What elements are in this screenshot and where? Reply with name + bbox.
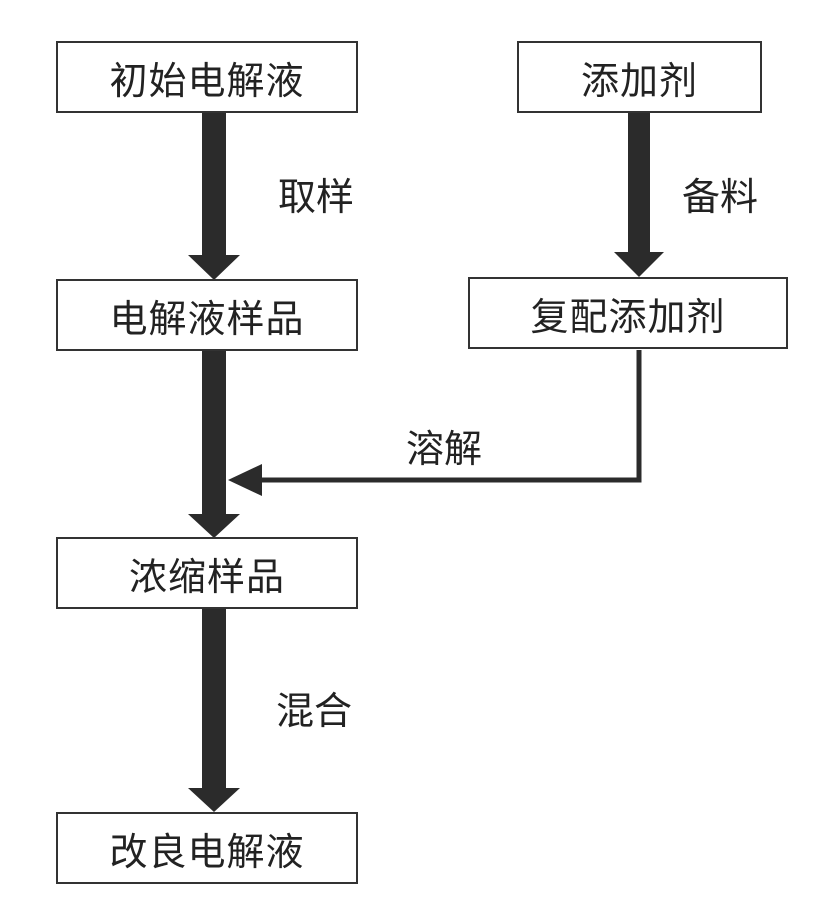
edge-label-sampling: 取样 [278,166,354,221]
box-improved-electrolyte: 改良电解液 [56,812,358,884]
box-initial-electrolyte-label: 初始电解液 [109,50,304,105]
box-compound-additive: 复配添加剂 [468,277,788,349]
box-electrolyte-sample: 电解液样品 [56,279,358,351]
edge-label-dissolving: 溶解 [406,418,482,473]
box-additive: 添加剂 [517,41,762,113]
box-concentrated-sample-label: 浓缩样品 [129,546,285,601]
box-improved-electrolyte-label: 改良电解液 [109,821,304,876]
box-initial-electrolyte: 初始电解液 [56,41,358,113]
edge-label-mixing: 混合 [276,680,352,735]
arrow-concentrated-to-improved [188,608,240,812]
arrow-sample-to-concentrated [188,350,240,538]
arrow-initial-to-sample [188,113,240,280]
box-concentrated-sample: 浓缩样品 [56,537,358,609]
box-compound-additive-label: 复配添加剂 [530,286,725,341]
arrow-additive-to-compound [614,113,664,277]
box-electrolyte-sample-label: 电解液样品 [109,288,304,343]
box-additive-label: 添加剂 [581,50,698,105]
edge-label-preparation: 备料 [682,166,758,221]
